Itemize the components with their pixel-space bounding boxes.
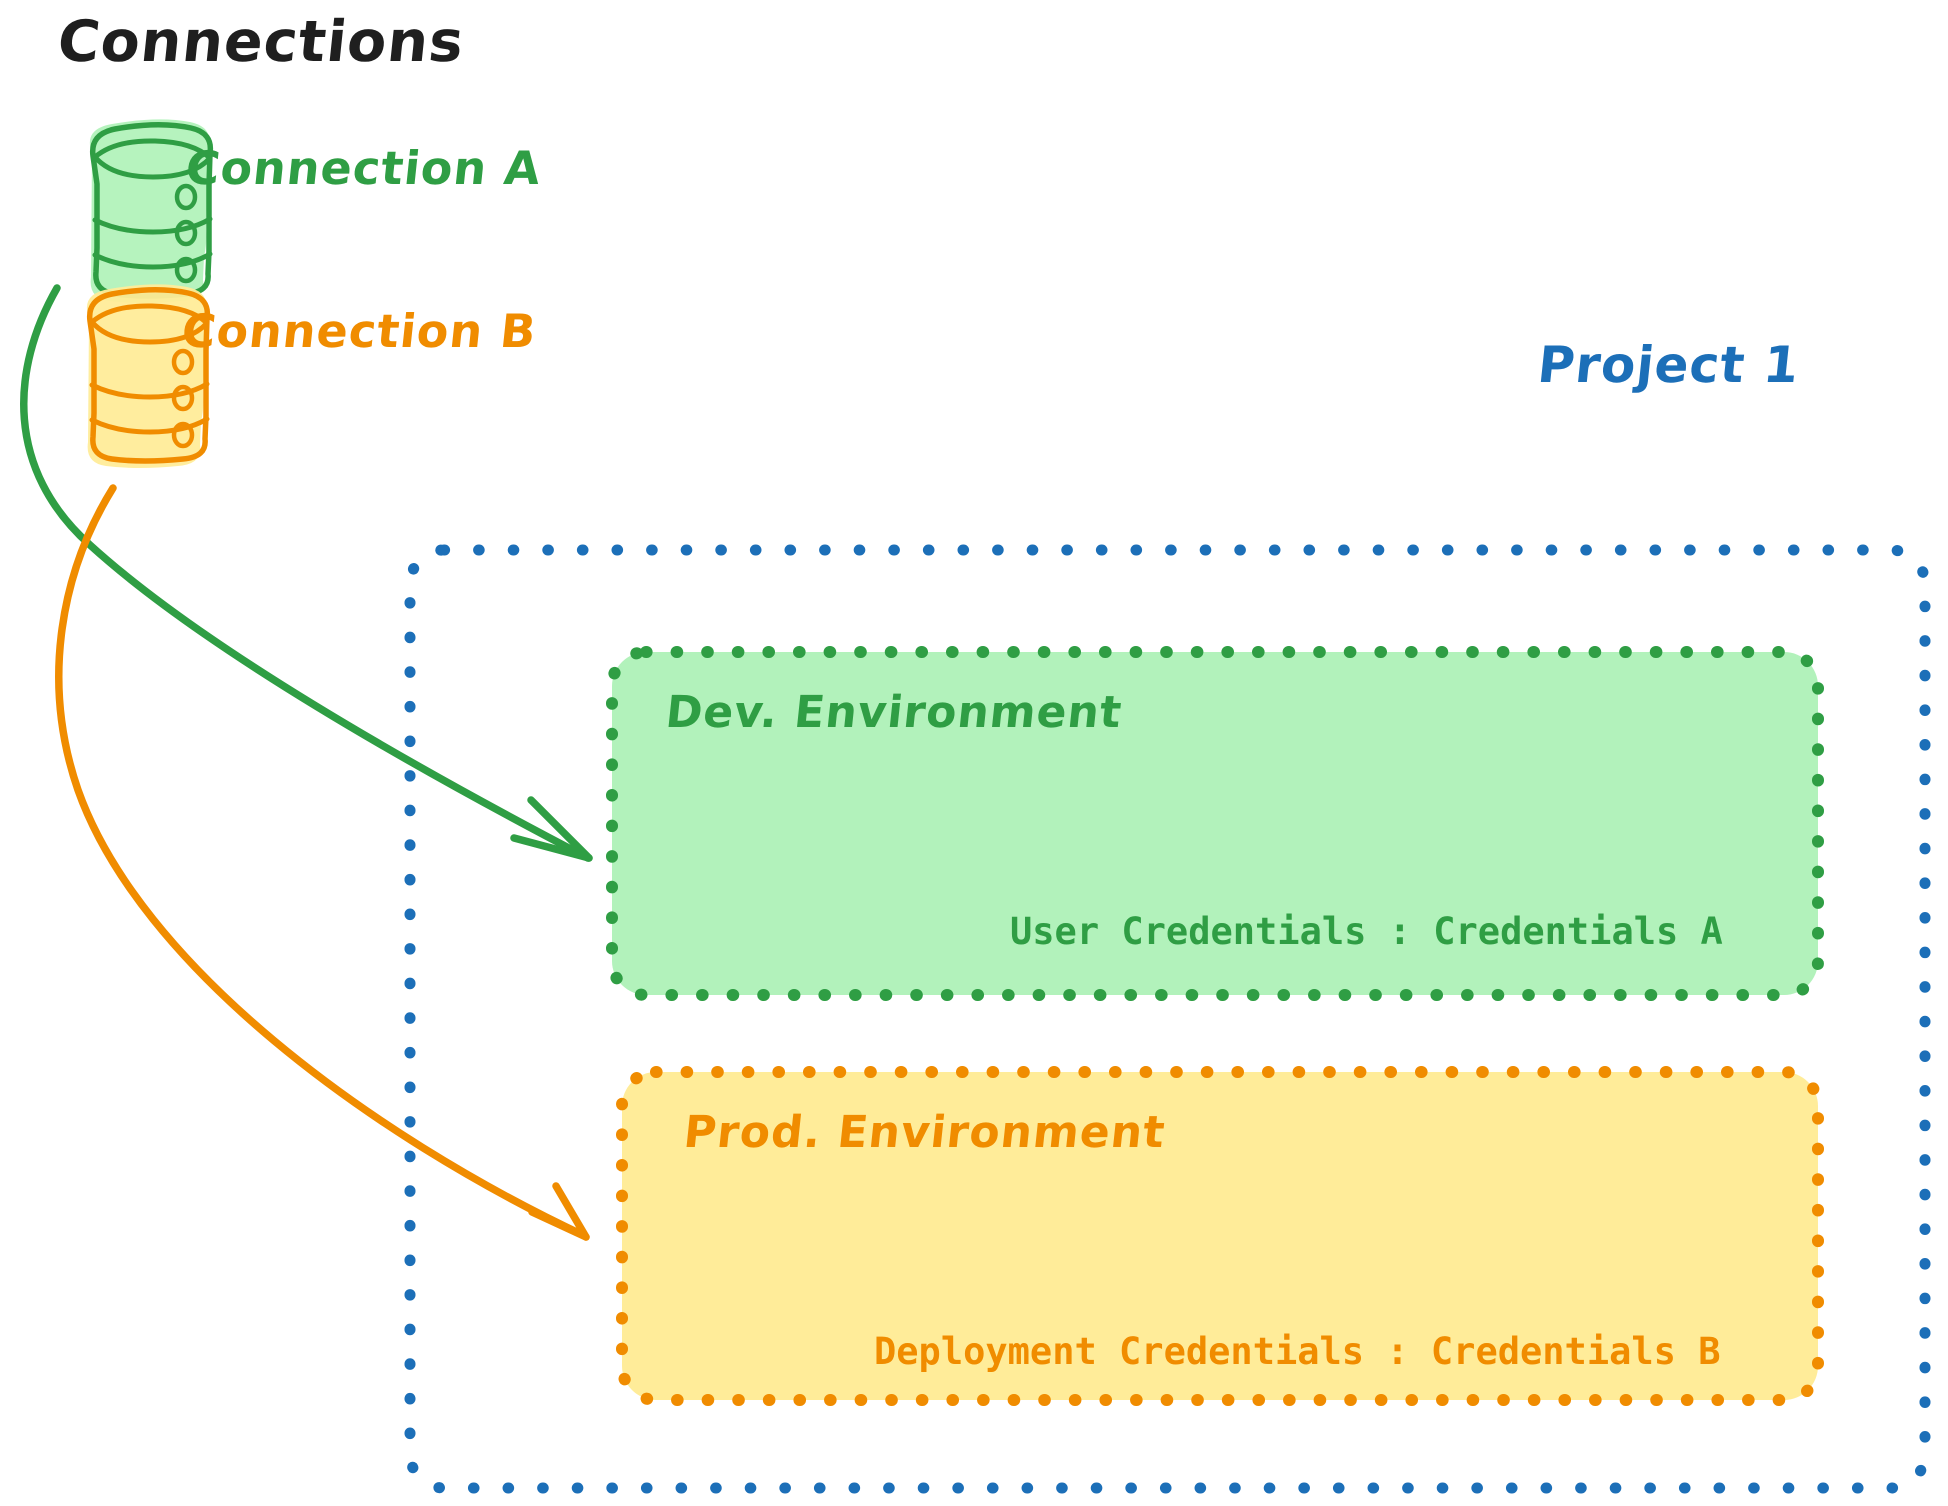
project-label: Project 1 (1534, 336, 1803, 394)
project-container[interactable] (404, 544, 1931, 1494)
page-title: Connections (54, 9, 468, 75)
dev-environment-box[interactable] (606, 646, 1824, 1001)
database-icon-connection-a[interactable] (89, 119, 214, 303)
dev-credentials-label: User Credentials : Credentials A (1010, 910, 1723, 953)
arrow-connection-a-to-dev (20, 284, 593, 862)
dev-environment-title: Dev. Environment (663, 687, 1125, 738)
database-icon-connection-b[interactable] (86, 284, 211, 468)
prod-environment-title: Prod. Environment (681, 1107, 1168, 1158)
prod-environment-box[interactable] (616, 1066, 1824, 1406)
arrow-connection-b-to-prod (55, 484, 590, 1241)
prod-credentials-label: Deployment Credentials : Credentials B (874, 1330, 1721, 1373)
connection-b-label[interactable]: Connection B (179, 304, 540, 358)
connection-a-label[interactable]: Connection A (183, 141, 544, 195)
